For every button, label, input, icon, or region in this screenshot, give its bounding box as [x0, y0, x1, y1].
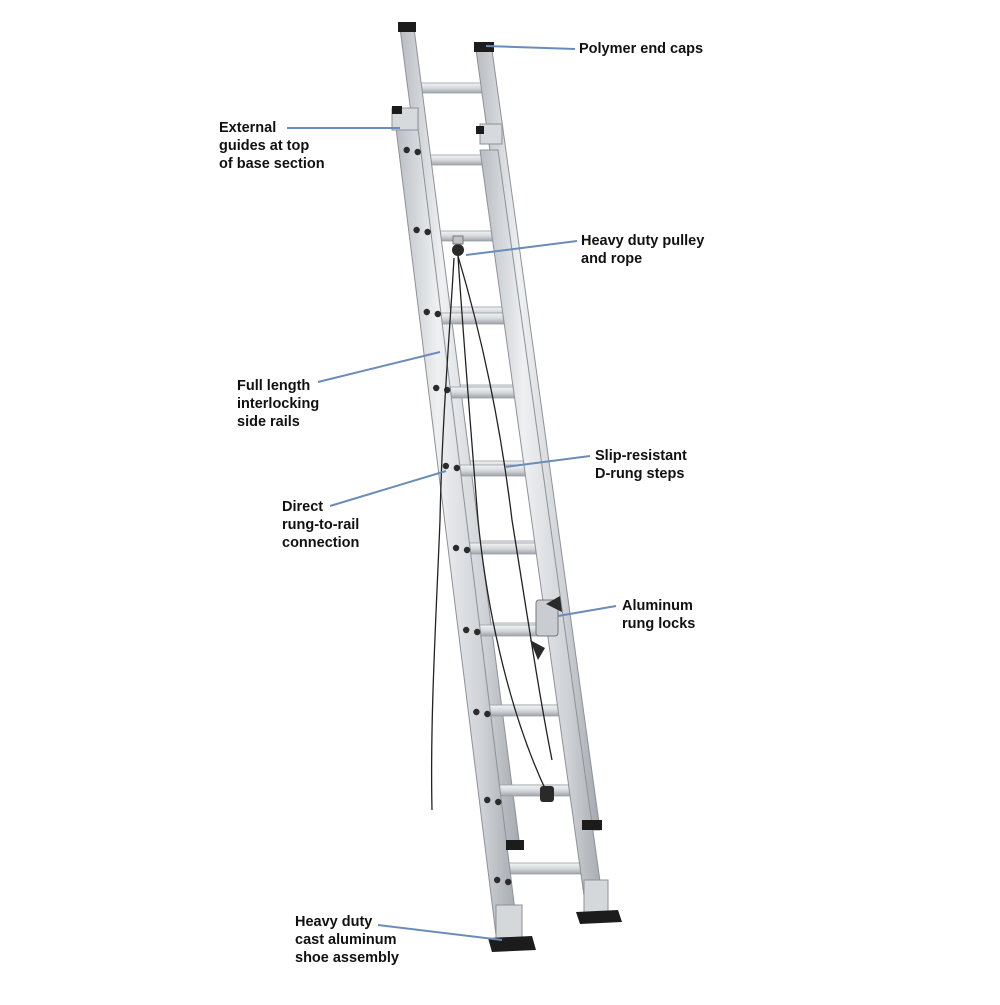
leader-line [504, 455, 591, 468]
rivet [493, 876, 501, 884]
leader-line [485, 45, 576, 50]
label-pulley-rope: Heavy duty pulley and rope [581, 233, 705, 267]
label-side-rails: Full length interlocking side rails [237, 378, 320, 430]
leader-line [377, 924, 503, 941]
rivet [453, 464, 461, 472]
label-shoe-assembly: Heavy duty cast aluminum shoe assembly [295, 914, 399, 966]
polymer-end-caps [398, 22, 494, 52]
leader-lines [287, 45, 617, 941]
rivet [462, 626, 470, 634]
rivet [473, 708, 480, 716]
label-external-guides: External guides at top of base section [219, 120, 325, 172]
pulley [452, 235, 464, 256]
label-d-rung-steps: Slip-resistant D-rung steps [595, 448, 687, 482]
rivet [504, 878, 512, 886]
rivet [434, 310, 441, 318]
rivet [495, 798, 502, 806]
base-rung [439, 386, 522, 399]
rivet [414, 148, 421, 156]
rivet [484, 710, 491, 718]
rivet [433, 384, 440, 392]
rope [430, 255, 553, 811]
base-rung [498, 862, 589, 875]
rivet [484, 796, 491, 804]
base-rung [488, 784, 578, 797]
base-rung [458, 542, 544, 555]
rivet [413, 226, 420, 234]
rivet [463, 546, 471, 554]
rung-rivets [403, 146, 512, 886]
rivet [424, 228, 431, 236]
base-rung [430, 312, 512, 325]
base-rung [478, 704, 567, 717]
rivet [423, 308, 430, 316]
rivet [473, 628, 481, 636]
fly-rung [414, 82, 489, 94]
label-rung-locks: Aluminum rung locks [622, 598, 696, 632]
base-section [393, 111, 605, 936]
rivet [452, 544, 460, 552]
fly-bottom-caps [506, 820, 602, 850]
rivet [442, 462, 450, 470]
rung-locks [530, 596, 562, 802]
leader-line [557, 605, 617, 617]
leader-line [317, 351, 441, 383]
leader-line [465, 240, 578, 256]
label-rung-to-rail: Direct rung-to-rail connection [282, 499, 360, 551]
base-rung [448, 464, 533, 477]
rivet [403, 146, 410, 154]
label-polymer-end-caps: Polymer end caps [579, 41, 704, 57]
leader-line [329, 470, 447, 507]
external-guides [391, 106, 503, 145]
shoe-assembly [488, 879, 622, 952]
